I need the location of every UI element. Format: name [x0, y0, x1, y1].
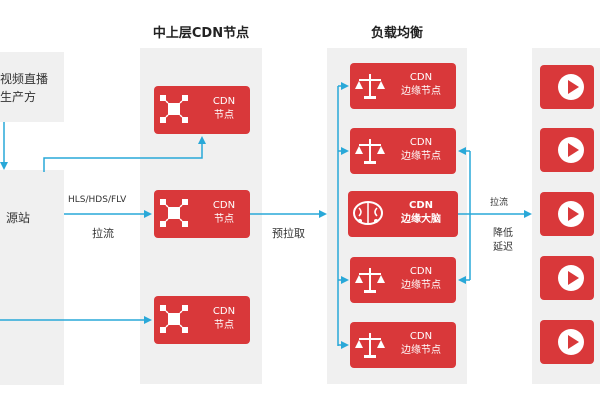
producer-label-line1: 视频直播: [0, 72, 49, 86]
producer-label-line2: 生产方: [0, 90, 37, 104]
balance-scale-icon: [355, 139, 385, 164]
latency-label-line2: 延迟: [493, 242, 513, 253]
player-2: [540, 128, 594, 172]
mid-layer-heading: 中上层CDN节点: [152, 26, 250, 41]
mid-node-label-3a: CDN: [212, 306, 236, 317]
pull-right-label: 拉流: [490, 198, 509, 208]
mid-cdn-node-3: CDN 节点: [154, 296, 250, 344]
latency-label-line1: 降低: [493, 228, 513, 239]
edge-brain-node: CDN 边缘大脑: [348, 191, 458, 237]
edge-node-label-5b: 边缘节点: [401, 345, 441, 356]
play-icon: [568, 207, 579, 221]
mid-cdn-node-1: CDN 节点: [154, 86, 250, 134]
play-icon: [568, 143, 579, 157]
player-1: [540, 65, 594, 109]
network-node-icon: [160, 305, 188, 333]
prefetch-label: 预拉取: [272, 227, 305, 240]
mid-node-label-2b: 节点: [214, 214, 234, 225]
balance-scale-icon: [355, 268, 385, 293]
player-3: [540, 192, 594, 236]
edge-node-label-1b: 边缘节点: [401, 86, 441, 97]
player-5: [540, 320, 594, 364]
protocols-label: HLS/HDS/FLV: [68, 195, 127, 205]
mid-node-label-1b: 节点: [214, 110, 234, 121]
origin-label: 源站: [6, 211, 31, 225]
pull-label: 拉流: [92, 227, 114, 240]
brain-icon: [353, 201, 383, 225]
edge-brain-label-b: 边缘大脑: [401, 214, 441, 225]
edge-node-label-2a: CDN: [409, 137, 433, 148]
mid-node-label-2a: CDN: [212, 200, 236, 211]
balance-scale-icon: [355, 333, 385, 358]
player-4: [540, 256, 594, 300]
edge-node-label-2b: 边缘节点: [401, 151, 441, 162]
edge-node-4: CDN 边缘节点: [350, 257, 456, 303]
load-balance-heading: 负载均衡: [370, 26, 423, 41]
mid-node-label-1a: CDN: [212, 96, 236, 107]
edge-node-label-5a: CDN: [409, 331, 433, 342]
play-icon: [568, 80, 579, 94]
mid-cdn-node-2: CDN 节点: [154, 190, 250, 238]
balance-scale-icon: [355, 74, 385, 99]
origin-panel: [0, 170, 64, 385]
mid-node-label-3b: 节点: [214, 320, 234, 331]
edge-brain-label-a: CDN: [408, 200, 433, 211]
network-node-icon: [160, 199, 188, 227]
edge-node-2: CDN 边缘节点: [350, 128, 456, 174]
producer-panel: [0, 52, 64, 122]
network-node-icon: [160, 95, 188, 123]
edge-node-1: CDN 边缘节点: [350, 63, 456, 109]
edge-node-label-4a: CDN: [409, 266, 433, 277]
play-icon: [568, 335, 579, 349]
edge-node-label-1a: CDN: [409, 72, 433, 83]
edge-node-5: CDN 边缘节点: [350, 322, 456, 368]
edge-node-label-4b: 边缘节点: [401, 280, 441, 291]
play-icon: [568, 271, 579, 285]
